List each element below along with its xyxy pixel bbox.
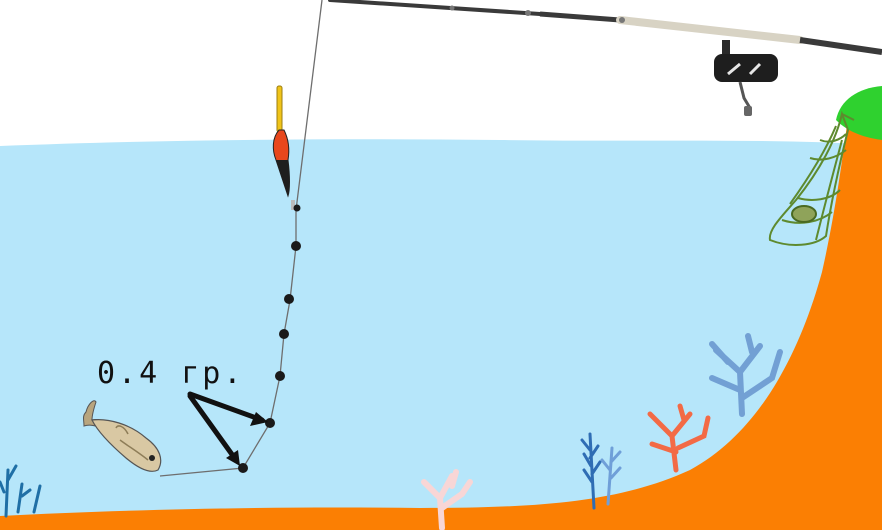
coral-blue-small xyxy=(580,432,622,510)
weight-label: 0.4 гр. xyxy=(97,356,244,391)
fish-icon xyxy=(83,400,162,472)
keepnet-icon xyxy=(768,110,855,246)
sinker xyxy=(238,463,248,473)
sinker xyxy=(293,204,301,212)
coral-red xyxy=(647,403,711,473)
coral-blue-large xyxy=(709,333,783,417)
coral-pink xyxy=(421,469,473,530)
seaweed-left xyxy=(0,464,42,518)
fishing-float-icon xyxy=(272,85,295,210)
sinker xyxy=(265,418,275,428)
water xyxy=(0,139,882,530)
fishing-rod xyxy=(328,0,882,55)
ground-bank xyxy=(0,112,882,530)
annotation-arrows xyxy=(187,391,268,466)
sinker xyxy=(279,329,289,339)
sinker xyxy=(284,294,294,304)
sinker xyxy=(291,241,301,251)
sinkers xyxy=(238,204,301,473)
spinning-reel-icon xyxy=(714,40,778,116)
sinker xyxy=(275,371,285,381)
